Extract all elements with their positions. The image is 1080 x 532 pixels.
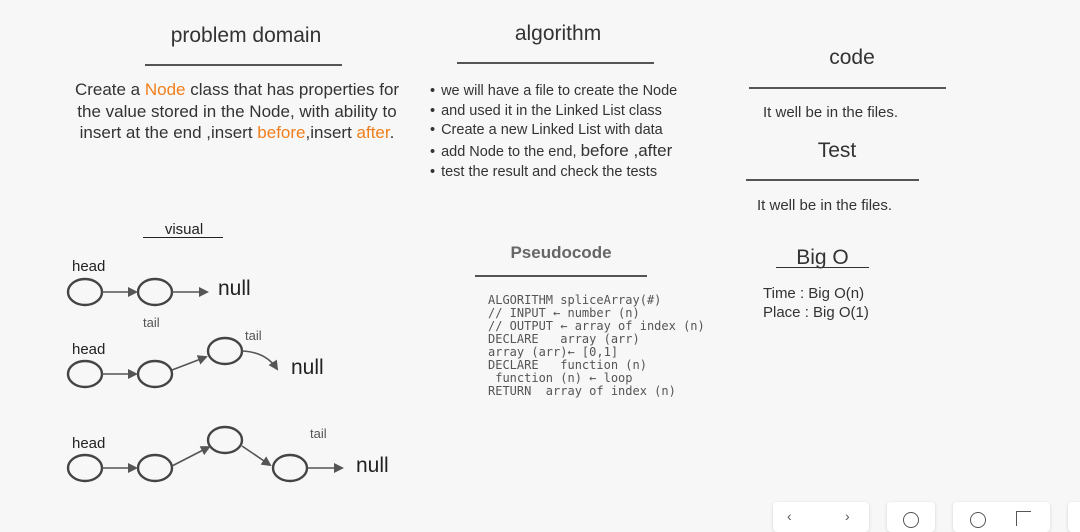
test-text: It well be in the files.: [757, 197, 893, 214]
zoom-fullscreen-group: [953, 502, 1050, 532]
algorithm-item: we will have a file to create the Node: [430, 82, 677, 102]
zoom-in-icon[interactable]: [970, 512, 986, 528]
code-line: array (arr)← [0,1]: [488, 345, 619, 359]
fullscreen-icon[interactable]: [1016, 511, 1031, 526]
test-title: Test: [817, 139, 857, 162]
before-highlight: before: [257, 123, 306, 142]
algorithm-list: we will have a file to create the Node a…: [430, 82, 677, 183]
code-line: function (n) ← loop: [488, 371, 633, 385]
test-underline: [746, 179, 919, 181]
code-line: ALGORITHM spliceArray(#): [488, 293, 662, 307]
link-arrow: [241, 445, 272, 467]
big-o-underline: [776, 267, 869, 268]
link-arrow: [241, 350, 279, 371]
node-highlight: Node: [144, 80, 186, 99]
algorithm-item: Create a new Linked List with data: [430, 121, 677, 141]
algorithm-underline: [457, 62, 654, 64]
node-circle: [66, 277, 104, 307]
node-circle: [136, 359, 174, 389]
head-label: head: [72, 258, 105, 275]
algorithm-item: and used it in the Linked List class: [430, 102, 677, 122]
null-label: null: [356, 454, 389, 477]
node-circle: [206, 425, 244, 455]
problem-domain-text: Create a Node class that has properties …: [74, 80, 400, 142]
zoom-out-button[interactable]: [887, 502, 935, 532]
code-line: RETURN array of index (n): [488, 384, 676, 398]
algorithm-item: test the result and check the tests: [430, 163, 677, 183]
visual-underline: [143, 237, 223, 238]
problem-domain-underline: [145, 64, 342, 66]
zoom-out-icon: [903, 512, 919, 528]
node-circle: [66, 453, 104, 483]
after-highlight: after: [356, 123, 390, 142]
nav-arrows-control[interactable]: ‹ ›: [773, 502, 869, 532]
visual-title: visual: [164, 221, 204, 238]
code-line: DECLARE array (arr): [488, 332, 640, 346]
null-label: null: [218, 277, 251, 300]
code-text: It well be in the files.: [763, 104, 899, 121]
algorithm-item: add Node to the end, before ,after: [430, 141, 677, 163]
algorithm-title: algorithm: [514, 22, 602, 45]
big-o-title: Big O: [796, 246, 849, 269]
tail-label: tail: [143, 315, 160, 330]
code-title: code: [829, 46, 875, 69]
link-arrow: [171, 355, 208, 371]
node-circle: [136, 277, 174, 307]
link-arrow: [171, 446, 211, 467]
linked-list-diagram: head null tail head tail null head tail …: [66, 258, 389, 483]
chevron-left-icon[interactable]: ‹: [787, 508, 792, 524]
tail-label: tail: [245, 328, 262, 343]
code-underline: [749, 87, 946, 89]
node-circle: [206, 336, 244, 366]
chevron-right-icon[interactable]: ›: [845, 508, 850, 524]
head-label: head: [72, 435, 105, 452]
big-o-place: Place : Big O(1): [763, 304, 869, 321]
problem-domain-title: problem domain: [170, 24, 322, 47]
extra-control[interactable]: [1068, 502, 1080, 532]
pseudocode-block: ALGORITHM spliceArray(#)// INPUT ← numbe…: [488, 294, 705, 398]
pseudocode-underline: [475, 275, 647, 277]
code-line: // OUTPUT ← array of index (n): [488, 319, 705, 333]
node-circle: [136, 453, 174, 483]
big-o-time: Time : Big O(n): [763, 285, 865, 302]
node-circle: [66, 359, 104, 389]
node-circle: [271, 453, 309, 483]
head-label: head: [72, 341, 105, 358]
null-label: null: [291, 356, 324, 379]
pseudocode-title: Pseudocode: [510, 243, 612, 262]
code-line: DECLARE function (n): [488, 358, 647, 372]
tail-label: tail: [310, 426, 327, 441]
code-line: // INPUT ← number (n): [488, 306, 640, 320]
